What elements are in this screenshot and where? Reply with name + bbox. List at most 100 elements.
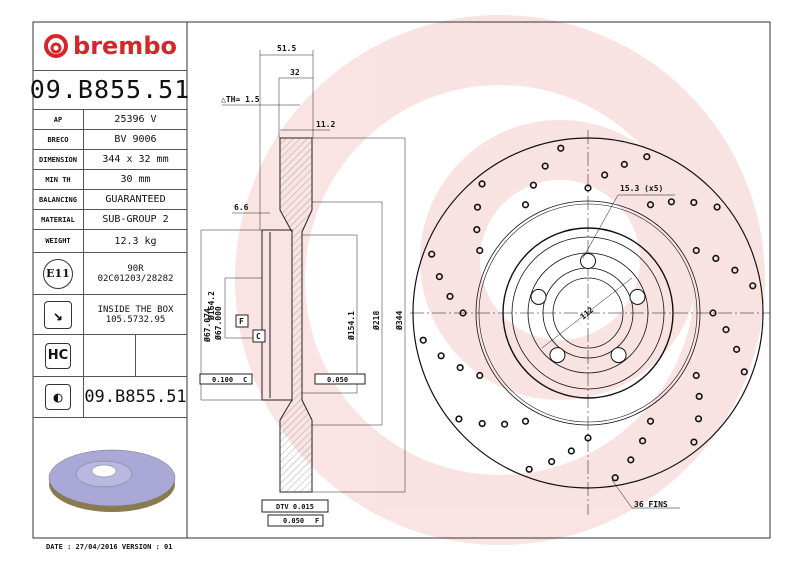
- hc-empty-1: [84, 335, 135, 377]
- dim-overall-width: 51.5: [277, 44, 296, 53]
- drill-hole: [713, 203, 721, 211]
- front-view: [410, 130, 770, 515]
- spec-value: 12.3 kg: [84, 230, 187, 253]
- drill-hole: [690, 198, 698, 207]
- approval-code: 90R: [127, 263, 144, 274]
- sheet-border: [32, 21, 771, 539]
- drill-hole: [529, 181, 538, 189]
- drill-hole: [709, 309, 717, 317]
- spec-value: SUB-GROUP 2: [84, 210, 187, 230]
- section-view: [199, 50, 406, 527]
- brembo-logo: brembo: [33, 22, 187, 71]
- spec-label: AP: [33, 110, 84, 130]
- drill-hole: [667, 198, 676, 206]
- drill-hole: [584, 434, 592, 442]
- screws-part-number: 105.5732.95: [105, 314, 166, 325]
- spec-value: GUARANTEED: [84, 190, 187, 210]
- drill-hole: [749, 282, 757, 290]
- drill-hole: [646, 201, 655, 209]
- bolt-hole: [629, 288, 646, 305]
- hc-empty-2: [135, 335, 187, 377]
- dim-d-center-2: Ø67.000: [213, 306, 223, 341]
- drill-hole: [712, 254, 720, 263]
- dim-d-center-1: Ø67.074: [202, 308, 212, 343]
- drill-hole: [456, 363, 464, 372]
- spec-value: 30 mm: [84, 170, 187, 190]
- screws-text: INSIDE THE BOX: [97, 304, 174, 315]
- drill-hole: [500, 420, 509, 428]
- spec-label: DIMENSION: [33, 150, 84, 170]
- tol-parallel: 0.100: [212, 376, 233, 384]
- brand-name: brembo: [73, 32, 177, 60]
- drill-hole: [525, 465, 533, 473]
- dim-offset: 11.2: [316, 120, 335, 129]
- bolt-hole: [610, 347, 627, 364]
- screws-info: INSIDE THE BOX 105.5732.95: [84, 295, 187, 335]
- section-dimensions: 51.5 32 △TH= 1.5 11.2 6.6 Ø164.2 Ø67.074…: [202, 44, 404, 525]
- dim-thickness: 32: [290, 68, 300, 77]
- drill-hole: [584, 184, 592, 192]
- drill-hole: [638, 437, 647, 445]
- drill-hole: [646, 417, 655, 425]
- drill-hole: [690, 438, 698, 446]
- drill-hole: [459, 309, 467, 317]
- drill-hole: [627, 456, 635, 464]
- drill-hole: [731, 266, 739, 274]
- e11-mark: E11: [43, 258, 73, 289]
- hc-mark: HC: [45, 342, 71, 369]
- spec-label: BALANCING: [33, 190, 84, 210]
- drill-hole: [521, 201, 530, 209]
- spec-value: 344 x 32 mm: [84, 150, 187, 170]
- drill-hole: [435, 273, 443, 281]
- drill-hole: [455, 415, 463, 423]
- approval-number: 02C01203/28282: [97, 273, 174, 284]
- tol-runout-ref: F: [315, 517, 319, 525]
- dim-d-218: Ø218: [371, 311, 381, 331]
- spec-label: MATERIAL: [33, 210, 84, 230]
- footer-part-number: 09.B855.51: [84, 377, 187, 418]
- brembo-watermark: [235, 15, 765, 545]
- drill-hole: [620, 160, 628, 168]
- dim-d-inner: Ø154.1: [346, 311, 356, 341]
- dim-d-hat: Ø164.2: [206, 291, 216, 321]
- spec-value: BV 9006: [84, 130, 187, 150]
- drill-hole: [541, 162, 549, 170]
- tol-dtv: DTV 0.015: [276, 503, 314, 511]
- drill-hole: [722, 326, 730, 334]
- datum-c: C: [256, 332, 261, 341]
- screw-icon: ↘: [33, 295, 84, 335]
- e11-icon: E11: [33, 253, 84, 295]
- part-number: 09.B855.51: [30, 70, 189, 110]
- bolt-hole: [580, 253, 596, 269]
- tol-runout: 0.050: [283, 517, 304, 525]
- approval-info: 90R 02C01203/28282: [84, 253, 187, 295]
- drill-hole: [695, 392, 703, 401]
- drill-hole: [733, 345, 741, 353]
- drill-hole: [478, 419, 486, 428]
- drill-hole: [478, 180, 486, 188]
- brembo-logo-icon: [44, 34, 69, 58]
- tol-flatness: 0.050: [327, 376, 348, 384]
- drill-hole: [446, 292, 454, 300]
- bolt-hole: [530, 288, 547, 305]
- datum-f: F: [239, 317, 244, 326]
- drill-hole: [557, 144, 565, 152]
- drill-hole: [567, 447, 575, 455]
- drill-hole: [521, 417, 530, 425]
- bolt-hole-label: 15.3 (x5): [620, 184, 663, 193]
- pcd-label: 112: [579, 305, 596, 321]
- drill-hole: [473, 203, 482, 211]
- tol-parallel-ref: C: [243, 376, 247, 384]
- drill-hole: [601, 171, 609, 179]
- bolt-hole: [549, 347, 566, 364]
- disc-render-image: [48, 449, 176, 512]
- spec-label: BRECO: [33, 130, 84, 150]
- dim-d-outer: Ø344: [394, 311, 404, 331]
- drill-hole: [643, 153, 651, 161]
- date-version: DATE : 27/04/2016 VERSION : 01: [46, 543, 173, 551]
- spec-label: MIN TH: [33, 170, 84, 190]
- drill-hole: [692, 371, 700, 380]
- drill-hole: [473, 225, 481, 234]
- drill-hole: [428, 250, 436, 258]
